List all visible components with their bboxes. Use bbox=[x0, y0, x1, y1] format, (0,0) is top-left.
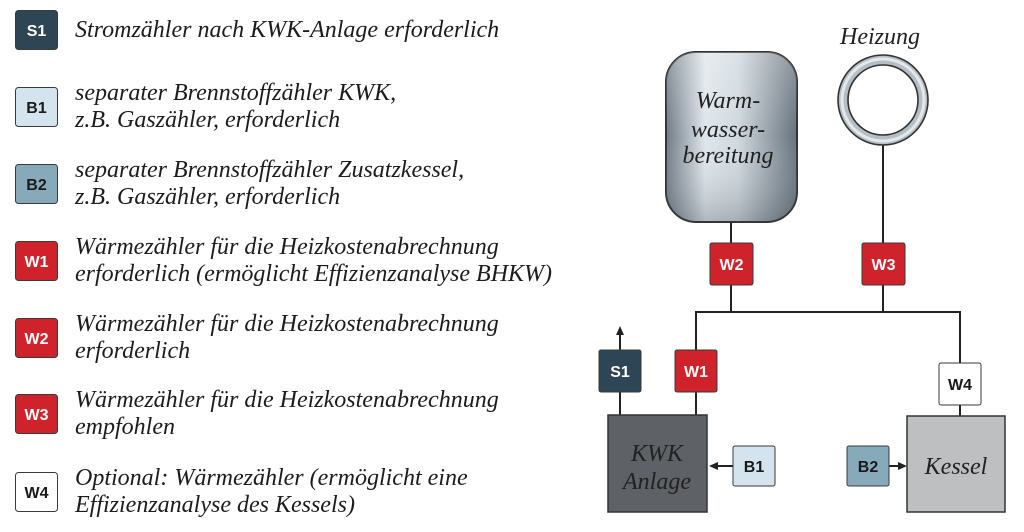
description-line: Wärmezähler für die Heizkostenabrechnung bbox=[75, 387, 499, 413]
description-line: empfohlen bbox=[75, 414, 175, 440]
boiler-box bbox=[906, 415, 1006, 513]
badge-background bbox=[846, 445, 890, 487]
description-line: separater Brennstoffzähler KWK, bbox=[75, 80, 397, 106]
legend-description: Stromzähler nach KWK-Anlage erforderlich bbox=[75, 17, 499, 44]
legend-item-s1: S1 Stromzähler nach KWK-Anlage erforderl… bbox=[15, 10, 499, 50]
badge-code: W1 bbox=[25, 254, 49, 271]
heating-label: Heizung bbox=[839, 24, 920, 50]
chp-box bbox=[607, 414, 708, 513]
meter-badge-w1: W1 bbox=[15, 241, 58, 281]
meter-b2: B2 bbox=[846, 445, 890, 487]
tank-label-line: wasser- bbox=[691, 117, 765, 143]
badge-background bbox=[709, 242, 754, 286]
legend-description: Wärmezähler für die Heizkostenabrechnung… bbox=[75, 311, 499, 365]
meter-badge-b1: B1 bbox=[15, 87, 58, 127]
badge-background bbox=[15, 318, 58, 358]
description-line: Effizienzanalyse des Kessels) bbox=[75, 492, 355, 518]
meter-s1: S1 bbox=[598, 349, 642, 393]
badge-code: W4 bbox=[25, 485, 49, 502]
description-line: Stromzähler nach KWK-Anlage erforderlich bbox=[75, 16, 500, 43]
description-line: separater Brennstoffzähler Zusatzkessel, bbox=[75, 157, 465, 183]
badge-background bbox=[15, 87, 58, 127]
legend-description: Wärmezähler für die Heizkostenabrechnung… bbox=[75, 387, 499, 441]
badge-code: W2 bbox=[25, 331, 49, 348]
legend-description: separater Brennstoffzähler KWK, z.B. Gas… bbox=[75, 80, 396, 134]
description-line: erforderlich (ermöglicht Effizienzanalys… bbox=[75, 261, 553, 287]
heating-ring-icon bbox=[837, 54, 929, 146]
badge-background bbox=[674, 349, 718, 393]
badge-code: B2 bbox=[26, 177, 47, 194]
chp-unit: KWK Anlage bbox=[607, 414, 708, 513]
legend-item-w1: W1 Wärmezähler für die Heizkostenabrechn… bbox=[15, 234, 552, 287]
badge-code: W1 bbox=[684, 364, 708, 381]
legend-description: Wärmezähler für die Heizkostenabrechnung… bbox=[75, 234, 552, 288]
meter-w3: W3 bbox=[861, 242, 906, 286]
chp-label-line: KWK bbox=[630, 441, 685, 467]
badge-background bbox=[732, 445, 776, 487]
tank-label-line: Warm- bbox=[696, 88, 760, 114]
legend-description: separater Brennstoffzähler Zusatzkessel,… bbox=[75, 157, 464, 211]
legend-description: Optional: Wärmezähler (ermöglicht eine E… bbox=[75, 465, 468, 519]
description-line: erforderlich bbox=[75, 338, 191, 364]
description-line: Wärmezähler für die Heizkostenabrechnung bbox=[75, 234, 499, 260]
badge-code: B1 bbox=[744, 459, 765, 476]
badge-code: W2 bbox=[720, 257, 744, 274]
badge-code: W4 bbox=[948, 377, 972, 394]
meter-badge-w3: W3 bbox=[15, 394, 58, 434]
badge-code: S1 bbox=[27, 23, 47, 40]
badge-background bbox=[938, 362, 982, 406]
description-line: Wärmezähler für die Heizkostenabrechnung bbox=[75, 311, 499, 337]
badge-background bbox=[15, 10, 58, 50]
description-line: z.B. Gaszähler, erforderlich bbox=[75, 184, 341, 210]
hot-water-tank: Warm- wasser- bereitung bbox=[665, 51, 798, 223]
legend-item-w4: W4 Optional: Wärmezähler (ermöglicht ein… bbox=[15, 465, 468, 518]
meter-badge-w2: W2 bbox=[15, 318, 58, 358]
tank-label-line: bereitung bbox=[682, 143, 773, 169]
badge-code: B2 bbox=[858, 459, 879, 476]
meter-badge-s1: S1 bbox=[15, 10, 58, 50]
legend-item-w2: W2 Wärmezähler für die Heizkostenabrechn… bbox=[15, 311, 499, 364]
badge-background bbox=[861, 242, 906, 286]
badge-code: S1 bbox=[610, 364, 630, 381]
badge-background bbox=[15, 472, 58, 512]
meter-w1: W1 bbox=[674, 349, 718, 393]
description-line: z.B. Gaszähler, erforderlich bbox=[75, 107, 341, 133]
boiler-label: Kessel bbox=[924, 454, 988, 480]
meter-badge-b2: B2 bbox=[15, 164, 58, 204]
description-line: Optional: Wärmezähler (ermöglicht eine bbox=[75, 465, 468, 491]
badge-background bbox=[15, 241, 58, 281]
fuel-arrow-b1 bbox=[709, 462, 733, 470]
meter-w2: W2 bbox=[709, 242, 754, 286]
legend-item-w3: W3 Wärmezähler für die Heizkostenabrechn… bbox=[15, 387, 499, 440]
chp-label-line: Anlage bbox=[621, 469, 691, 495]
meter-w4: W4 bbox=[938, 362, 982, 406]
badge-background bbox=[598, 349, 642, 393]
boiler: Kessel bbox=[906, 415, 1006, 513]
power-out-arrow bbox=[616, 326, 624, 350]
legend-item-b2: B2 separater Brennstoffzähler Zusatzkess… bbox=[15, 157, 464, 210]
meter-badge-w4: W4 bbox=[15, 472, 58, 512]
meter-b1: B1 bbox=[732, 445, 776, 487]
badge-background bbox=[15, 394, 58, 434]
badge-code: B1 bbox=[26, 100, 47, 117]
fuel-arrow-b2 bbox=[889, 462, 907, 470]
legend-item-b1: B1 separater Brennstoffzähler KWK, z.B. … bbox=[15, 80, 396, 133]
badge-background bbox=[15, 164, 58, 204]
badge-code: W3 bbox=[872, 257, 896, 274]
badge-code: W3 bbox=[25, 407, 49, 424]
